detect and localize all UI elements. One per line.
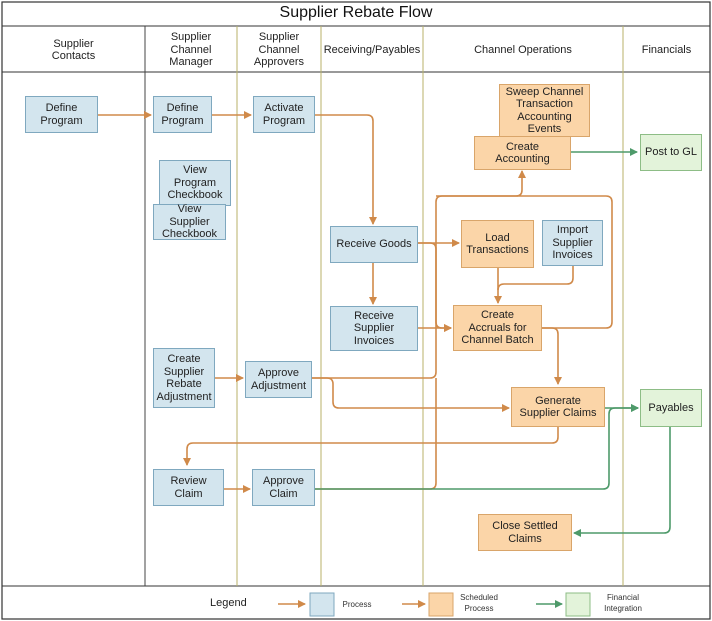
legend-scheduled-label: Scheduled Process bbox=[460, 593, 498, 613]
node-review-claim: Review Claim bbox=[153, 469, 224, 506]
node-generate-supplier-claims: Generate Supplier Claims bbox=[511, 387, 605, 427]
node-view-program-checkbook: View Program Checkbook bbox=[159, 160, 231, 206]
node-load-transactions: Load Transactions bbox=[461, 220, 534, 268]
lane-financials: Financials bbox=[641, 43, 692, 56]
node-receive-supplier-invoices: Receive Supplier Invoices bbox=[330, 306, 418, 351]
legend-financial-swatch bbox=[565, 592, 591, 617]
node-sweep-accounting-events: Sweep Channel Transaction Accounting Eve… bbox=[499, 84, 590, 137]
arrow-payables-to-close bbox=[573, 427, 671, 537]
lane-receiving-payables: Receiving/Payables bbox=[323, 43, 421, 56]
node-import-supplier-invoices: Import Supplier Invoices bbox=[542, 220, 603, 266]
arrow-to-create-accounting bbox=[436, 170, 526, 197]
arrow-accruals-to-claims bbox=[542, 327, 562, 385]
lane-supplier-channel-manager: Supplier Channel Manager bbox=[169, 31, 213, 69]
arrow-approve-claim-to-payables bbox=[315, 404, 639, 490]
arrow-claims-to-review bbox=[183, 427, 559, 466]
node-approve-claim: Approve Claim bbox=[252, 469, 315, 506]
arrow-import-to-accruals bbox=[497, 266, 574, 291]
node-view-supplier-checkbook: View Supplier Checkbook bbox=[153, 203, 226, 240]
node-activate-program: Activate Program bbox=[253, 96, 315, 133]
node-payables: Payables bbox=[640, 389, 702, 427]
diagram-title: Supplier Rebate Flow bbox=[279, 4, 433, 21]
arrow-activate-to-receive-goods bbox=[315, 114, 377, 225]
node-receive-goods: Receive Goods bbox=[330, 226, 418, 263]
arrow-accruals-loop bbox=[312, 195, 613, 379]
legend-process-label: Process bbox=[342, 600, 372, 609]
node-post-to-gl: Post to GL bbox=[640, 134, 702, 171]
arrow-approve-to-claims bbox=[312, 377, 510, 412]
node-define-program-contacts: Define Program bbox=[25, 96, 98, 133]
node-define-program-manager: Define Program bbox=[153, 96, 212, 133]
lane-supplier-channel-approvers: Supplier Channel Approvers bbox=[253, 31, 305, 69]
node-approve-adjustment: Approve Adjustment bbox=[245, 361, 312, 398]
legend-label: Legend bbox=[210, 597, 247, 609]
legend-process-swatch bbox=[309, 592, 335, 617]
node-close-settled-claims: Close Settled Claims bbox=[478, 514, 572, 551]
lane-channel-operations: Channel Operations bbox=[474, 43, 572, 56]
legend-financial-label: Financial Integration bbox=[604, 593, 642, 613]
legend-scheduled-swatch bbox=[428, 592, 454, 617]
node-create-accruals: Create Accruals for Channel Batch bbox=[453, 305, 542, 351]
node-create-accounting: Create Accounting bbox=[474, 136, 571, 170]
node-create-rebate-adjustment: Create Supplier Rebate Adjustment bbox=[153, 348, 215, 408]
lane-supplier-contacts: Supplier Contacts bbox=[51, 37, 96, 63]
